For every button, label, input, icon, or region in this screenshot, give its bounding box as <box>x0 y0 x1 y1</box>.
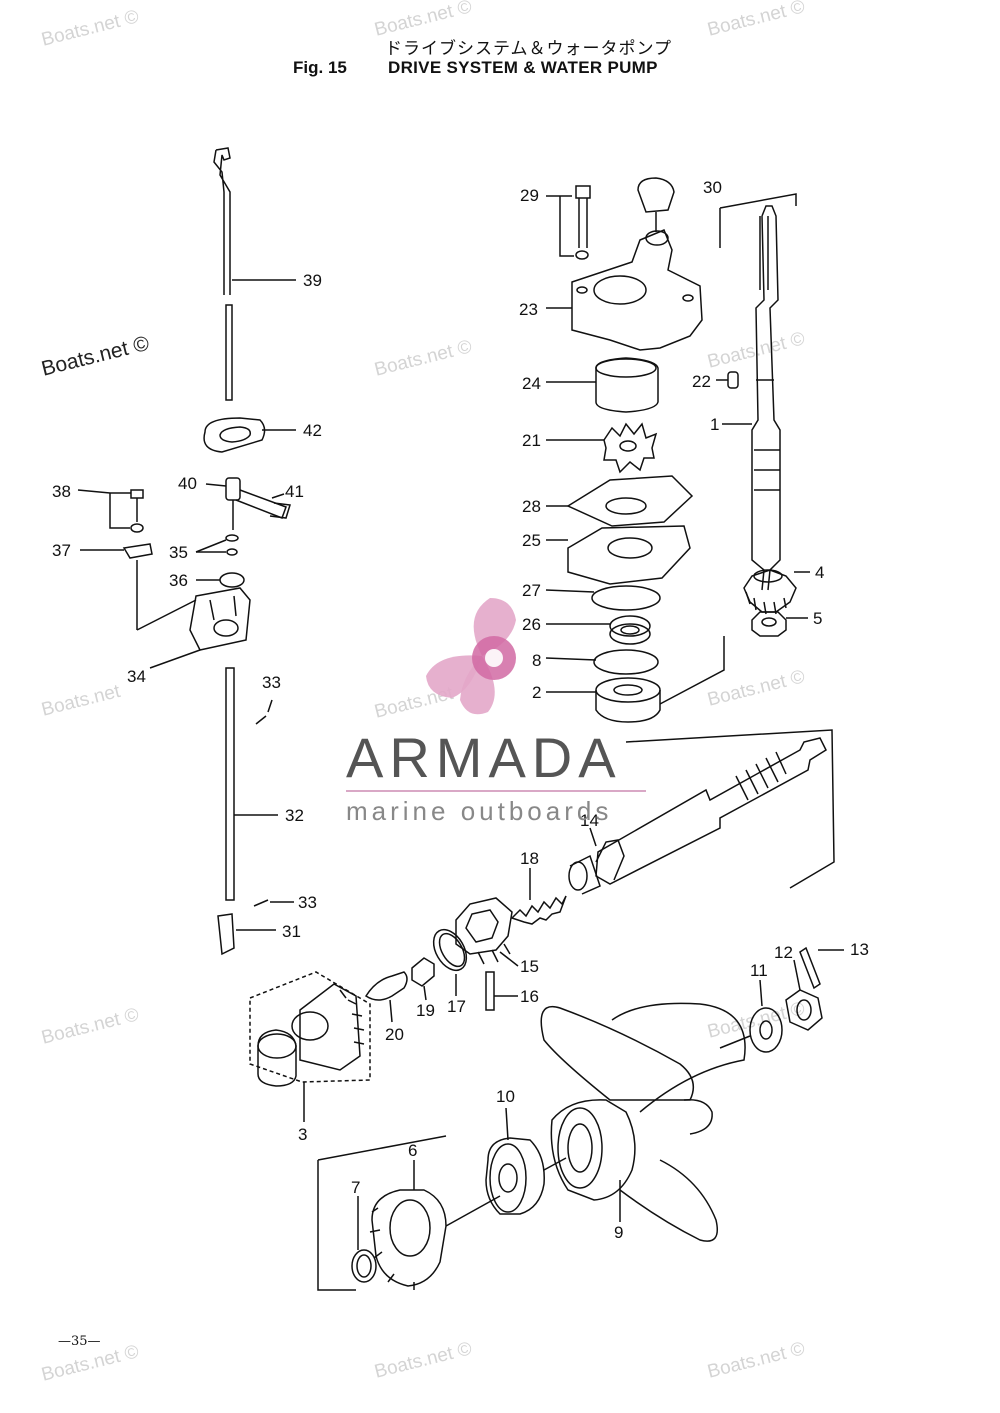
part-3-forward-gear <box>249 971 371 1087</box>
label-part-1: 1 <box>710 415 719 434</box>
part-6-reverse-gear <box>369 1189 447 1290</box>
label-part-38: 38 <box>52 482 71 501</box>
label-part-35: 35 <box>169 543 188 562</box>
title-english: DRIVE SYSTEM & WATER PUMP <box>388 58 658 77</box>
label-part-19: 19 <box>416 1001 435 1020</box>
brand-logo: ARMADA marine outboards <box>346 728 656 826</box>
label-part-30: 30 <box>703 178 722 197</box>
label-part-36: 36 <box>169 571 188 590</box>
part-15-clutch-dog <box>455 897 513 965</box>
part-38-37-bolt-washer-bracket <box>109 489 153 630</box>
label-part-12: 12 <box>774 943 793 962</box>
part-21-impeller <box>603 422 658 474</box>
brand-divider <box>346 790 646 792</box>
label-part-2: 2 <box>532 683 541 702</box>
label-part-5: 5 <box>813 609 822 628</box>
part-27-oring <box>591 585 661 611</box>
part-16-cross-pin <box>485 971 495 1011</box>
label-part-28: 28 <box>522 497 541 516</box>
brand-name: ARMADA <box>346 726 622 789</box>
title-japanese: ドライブシステム＆ウォータポンプ <box>385 39 672 59</box>
part-26-bearing <box>609 615 651 645</box>
label-part-21: 21 <box>522 431 541 450</box>
label-part-11: 11 <box>750 961 768 980</box>
part-28-pump-plate <box>566 475 694 527</box>
label-part-41: 41 <box>285 482 304 501</box>
part-17-spring-ring <box>432 928 468 972</box>
label-part-6: 6 <box>408 1141 417 1160</box>
label-part-33: 33 <box>262 673 281 692</box>
part-35-36-washers-oring <box>219 534 245 588</box>
label-part-7: 7 <box>351 1178 360 1197</box>
part-31-shift-slider <box>217 913 235 956</box>
part-25-pump-case <box>567 525 691 585</box>
label-part-34: 34 <box>127 667 146 686</box>
part-7-shim <box>351 1249 377 1283</box>
label-part-9: 9 <box>614 1223 623 1242</box>
page-number: —35— <box>58 1334 101 1349</box>
label-part-26: 26 <box>522 615 541 634</box>
part-5-nut <box>751 611 787 637</box>
label-part-10: 10 <box>496 1087 515 1106</box>
label-part-33: 33 <box>298 893 317 912</box>
label-part-24: 24 <box>522 374 541 393</box>
part-12-nut <box>785 989 823 1031</box>
label-part-40: 40 <box>178 474 197 493</box>
part-4-pinion-gear <box>743 569 797 615</box>
part-33-pin-lower <box>253 899 269 907</box>
part-9-propeller <box>540 1002 746 1242</box>
part-30-1-drive-shaft <box>751 205 781 591</box>
part-20-cam-follower <box>364 971 408 1001</box>
label-part-17: 17 <box>447 997 466 1016</box>
label-part-32: 32 <box>285 806 304 825</box>
label-part-4: 4 <box>815 563 824 582</box>
label-part-16: 16 <box>520 987 539 1006</box>
label-part-22: 22 <box>692 372 711 391</box>
part-23-pump-housing <box>571 177 703 351</box>
part-18-spring <box>510 895 567 925</box>
part-22-key <box>727 371 739 389</box>
part-42-grommet <box>203 417 266 453</box>
label-part-18: 18 <box>520 849 539 868</box>
label-part-39: 39 <box>303 271 322 290</box>
label-part-15: 15 <box>520 957 539 976</box>
part-13-cotter-pin <box>799 946 821 990</box>
part-40-41-connector <box>225 477 291 530</box>
part-19-plunger <box>411 957 435 987</box>
part-32-lower-shift-rod <box>225 667 235 901</box>
part-39-upper-shift-rod <box>213 147 233 401</box>
part-29-bolt-washer <box>559 185 591 260</box>
label-part-25: 25 <box>522 531 541 550</box>
part-11-washer <box>749 1007 783 1053</box>
label-part-14: 14 <box>580 811 599 830</box>
figure-label: Fig. 15 <box>293 58 347 77</box>
label-part-31: 31 <box>282 922 301 941</box>
label-part-3: 3 <box>298 1125 307 1144</box>
label-part-20: 20 <box>385 1025 404 1044</box>
part-24-impeller-insert <box>595 357 659 413</box>
label-part-23: 23 <box>519 300 538 319</box>
part-34-shift-cam-housing <box>189 587 251 651</box>
label-part-27: 27 <box>522 581 541 600</box>
brand-tagline: marine outboards <box>346 796 613 826</box>
part-14-propeller-shaft <box>568 737 827 895</box>
label-part-8: 8 <box>532 651 541 670</box>
part-8-oring <box>593 649 659 675</box>
label-part-42: 42 <box>303 421 322 440</box>
part-10-thrust-holder <box>485 1137 545 1215</box>
label-part-29: 29 <box>520 186 539 205</box>
part-2-bearing <box>595 677 661 723</box>
part-33-pin-upper <box>255 715 267 725</box>
label-part-37: 37 <box>52 541 71 560</box>
label-part-13: 13 <box>850 940 869 959</box>
armada-logo-icon <box>426 598 516 715</box>
